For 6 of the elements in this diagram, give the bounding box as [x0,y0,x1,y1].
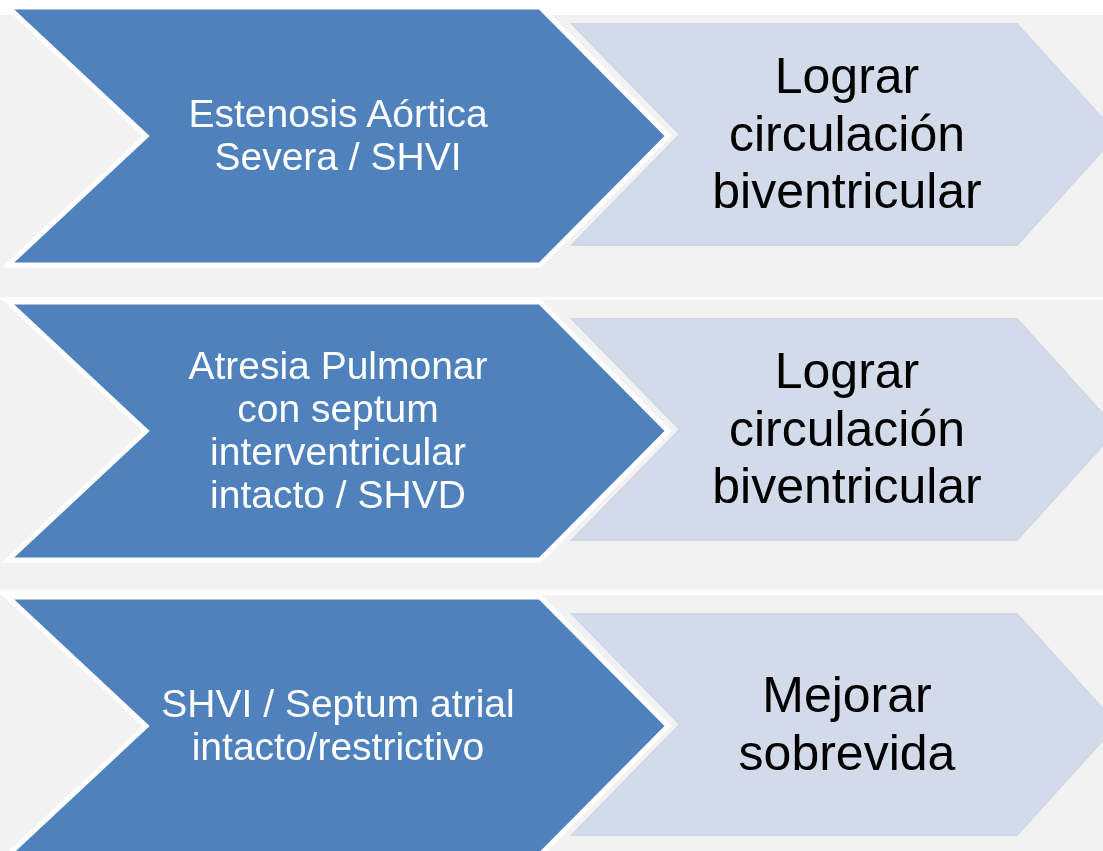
chevron-label: Lograr circulación biventricular [711,48,983,221]
chevron-label: SHVI / Septum atrial intacto/restrictivo [160,683,516,769]
chevron-label: Lograr circulación biventricular [711,343,983,516]
chevron-label: Mejorar sobrevida [737,667,957,782]
chevron-label: Estenosis Aórtica Severa / SHVI [187,93,489,179]
chevron-label: Atresia Pulmonar con septum interventricular intacto / SHVD [187,345,489,517]
